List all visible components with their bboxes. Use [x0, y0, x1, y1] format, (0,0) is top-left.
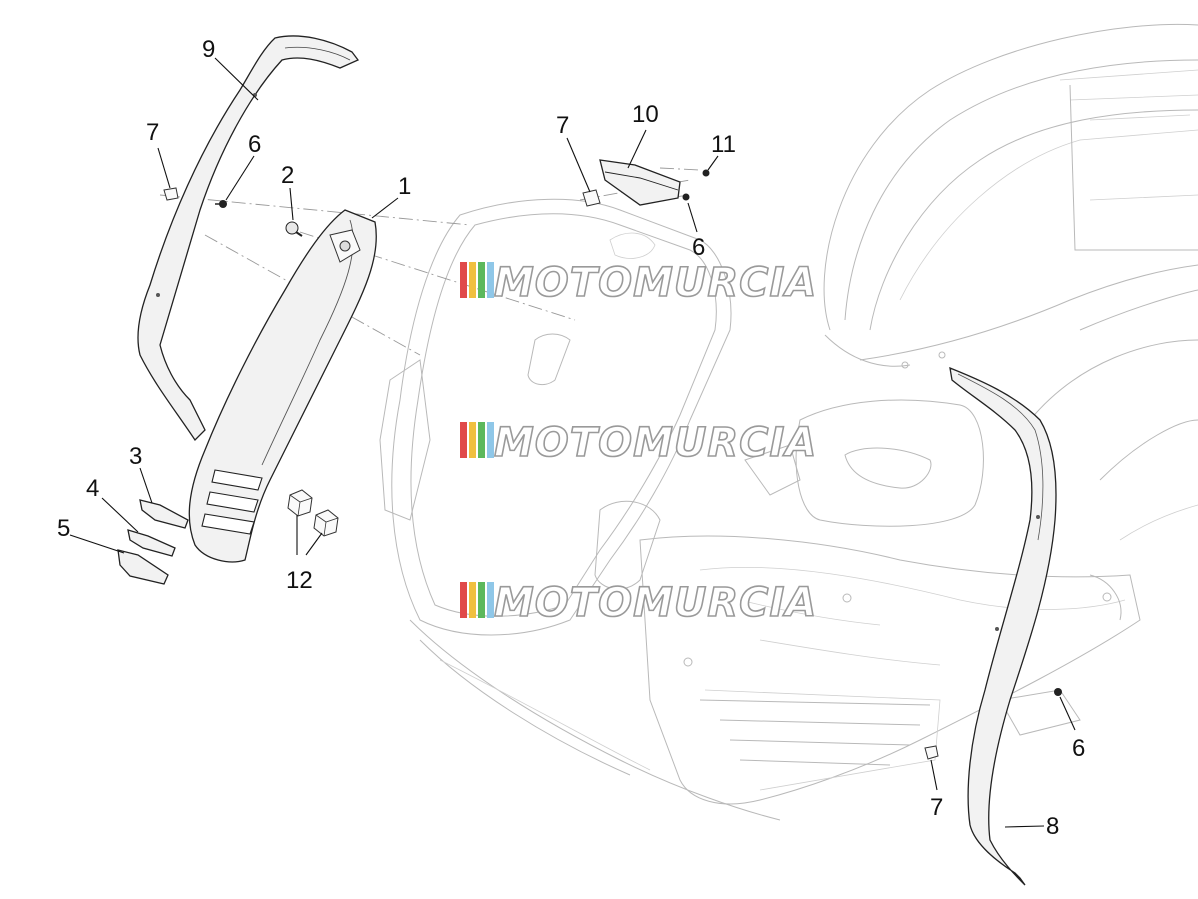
- watermark-bottom: MOTOMURCIA: [460, 579, 817, 627]
- part-5-badge: [117, 549, 169, 585]
- part-1-horn-cover: [188, 209, 377, 563]
- part-4-badge: [127, 529, 176, 557]
- watermark-motomurcia: MOTOMURCIA MOTOMURCIA MOTOMURCIA: [460, 259, 817, 627]
- callout-5: 5: [57, 515, 70, 542]
- part-2-screw: [285, 221, 303, 237]
- fasteners-left: [163, 187, 227, 208]
- callout-7-left: 7: [146, 119, 159, 146]
- part-3-badge: [139, 499, 189, 529]
- watermark-top: MOTOMURCIA: [460, 259, 817, 307]
- callout-9: 8: [1046, 813, 1059, 840]
- fasteners-right: [924, 688, 1062, 760]
- callout-8: 9: [202, 36, 215, 63]
- callout-7-right: 7: [930, 794, 943, 821]
- callout-2: 2: [281, 162, 294, 189]
- callout-6-right: 6: [1072, 735, 1085, 762]
- watermark-text: MOTOMURCIA: [494, 260, 817, 306]
- callout-6-center: 6: [692, 234, 705, 261]
- callout-3: 3: [129, 443, 142, 470]
- callout-6-left: 6: [248, 131, 261, 158]
- watermark-middle: MOTOMURCIA: [460, 419, 817, 467]
- callout-12: 12: [286, 567, 313, 594]
- callout-1: 1: [398, 173, 411, 200]
- callout-10: 10: [632, 101, 659, 128]
- callout-4: 4: [86, 475, 99, 502]
- callout-leaders: [69, 57, 1076, 828]
- part-9-right-legshield-trim: [949, 366, 1057, 886]
- part-8-left-legshield-trim: [137, 35, 360, 442]
- scooter-body-outline: [379, 23, 1198, 821]
- part-12-clips: [287, 489, 339, 537]
- watermark-text: MOTOMURCIA: [494, 580, 817, 626]
- watermark-text: MOTOMURCIA: [494, 420, 817, 466]
- callout-7-center: 7: [556, 112, 569, 139]
- callout-labels: 9 7 6 2 1 3 4 5 12 7 10 11 6 6 7 8: [57, 36, 1085, 840]
- callout-11: 11: [711, 131, 736, 158]
- part-10-bracket: [582, 159, 710, 207]
